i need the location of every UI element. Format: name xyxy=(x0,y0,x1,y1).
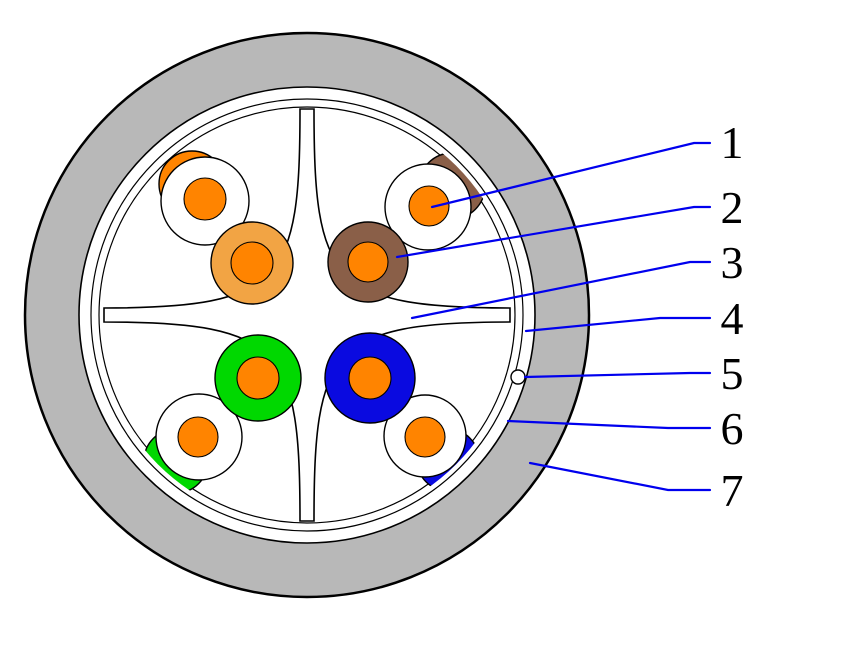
label-5: 5 xyxy=(721,348,744,399)
wire-pairs xyxy=(143,150,486,494)
label-1: 1 xyxy=(721,117,744,168)
leader-line-2 xyxy=(395,205,712,259)
label-7: 7 xyxy=(721,465,744,516)
label-3: 3 xyxy=(721,237,744,288)
leader-line-5 xyxy=(523,371,712,379)
wire-conductor xyxy=(183,177,227,221)
leader-line-4 xyxy=(524,316,712,333)
label-4: 4 xyxy=(721,293,744,344)
wrap-circle-inner xyxy=(98,106,516,524)
wire-conductor xyxy=(177,416,219,458)
leader-line-6 xyxy=(506,419,712,430)
wire-conductor xyxy=(348,356,392,400)
wire-conductor xyxy=(347,241,389,283)
wrap-circle-outer xyxy=(90,98,524,532)
leader-line-1 xyxy=(430,141,712,209)
rip-cord xyxy=(510,369,526,385)
leader-line-7 xyxy=(528,461,712,492)
wire-conductor xyxy=(236,356,280,400)
wire-conductor xyxy=(230,241,274,285)
wire-conductor xyxy=(408,185,450,227)
leader-line-3 xyxy=(410,260,712,320)
wire-conductor xyxy=(404,416,446,458)
label-6: 6 xyxy=(721,403,744,454)
label-2: 2 xyxy=(721,182,744,233)
